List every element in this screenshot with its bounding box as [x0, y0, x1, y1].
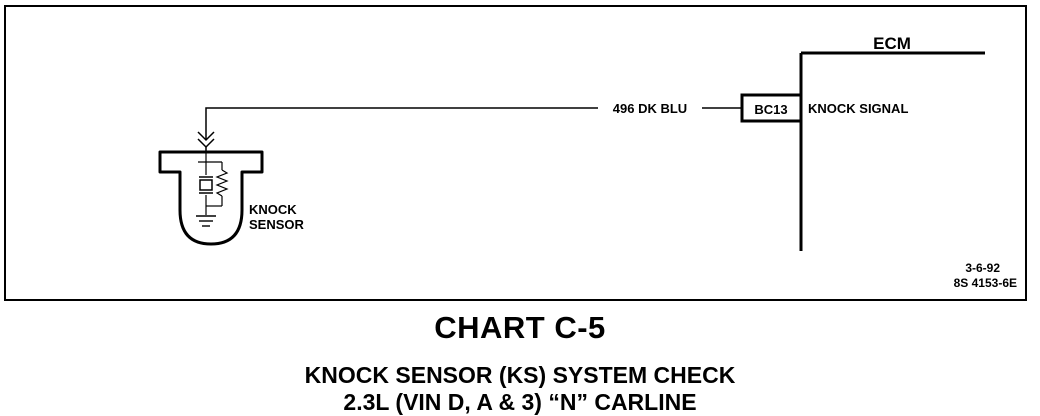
chart-vehicle-line: 2.3L (VIN D, A & 3) “N” CARLINE: [343, 389, 697, 415]
knock-signal-label: KNOCK SIGNAL: [808, 101, 908, 116]
connector-bc13: BC13: [740, 93, 803, 123]
sensor-label-line1: KNOCK: [249, 202, 297, 217]
chart-title: CHART C-5: [434, 310, 606, 345]
drawing-number: 8S 4153-6E: [954, 276, 1017, 290]
ecm-block: ECM: [799, 34, 985, 251]
ecm-label: ECM: [873, 34, 911, 53]
knock-sensor-symbol: [158, 150, 264, 246]
connector-label: BC13: [754, 102, 787, 117]
wire-label: 496 DK BLU: [613, 101, 687, 116]
wiring-diagram: ECM BC13 KNOCK SIGNAL 496 DK BLU: [4, 5, 1027, 301]
date-code: 3-6-92: [965, 261, 1000, 275]
sensor-label-line2: SENSOR: [249, 217, 305, 232]
diagram-border: [4, 5, 1027, 301]
chart-subtitle: KNOCK SENSOR (KS) SYSTEM CHECK: [304, 362, 736, 388]
